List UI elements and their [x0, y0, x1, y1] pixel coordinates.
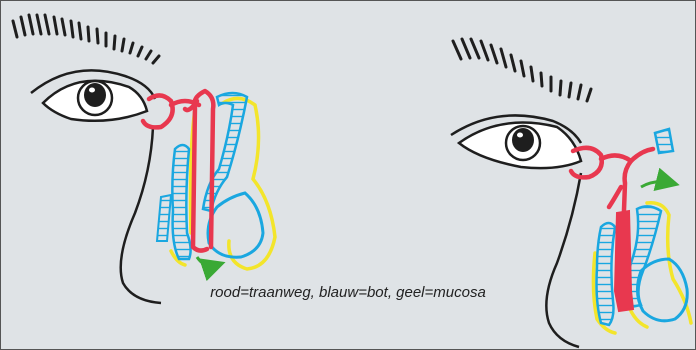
- right-nose-profile: [546, 173, 581, 347]
- right-eye-icon: [451, 115, 581, 168]
- right-airflow-arrow-icon: [641, 182, 671, 187]
- left-airflow-arrow-icon: [197, 257, 217, 266]
- left-eye-icon: [31, 70, 155, 120]
- left-eyebrow-icon: [13, 15, 159, 63]
- left-nose-profile: [121, 127, 161, 303]
- left-figure: [13, 15, 275, 303]
- right-eyebrow-icon: [453, 39, 591, 101]
- legend-caption: rood=traanweg, blauw=bot, geel=mucosa: [0, 284, 696, 301]
